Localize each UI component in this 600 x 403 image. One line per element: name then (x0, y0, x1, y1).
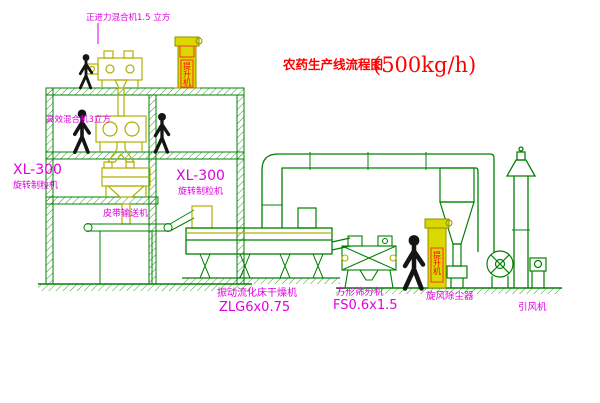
top-mixer (85, 50, 143, 117)
top-mixer-label: 正进力混合机1.5 立方 (86, 12, 170, 23)
granulator (101, 161, 151, 225)
belt-conveyor (83, 209, 195, 284)
cyclone-dust-collector (439, 167, 475, 288)
granulator-left-name: 旋转制粒机 (13, 179, 58, 191)
dryer-model-label: ZLG6x0.75 (219, 300, 290, 315)
granulator-left-model: XL-300 (13, 162, 62, 178)
second-mixer-label: 高效混合机3立方 (46, 114, 111, 125)
worker-top-floor (78, 52, 94, 90)
fan-label: 引风机 (518, 301, 547, 313)
sifter-model-label: FS0.6x1.5 (333, 298, 398, 313)
granulator-mid-name: 旋转制粒机 (178, 185, 223, 197)
cyclone-label: 旋风除尘器 (426, 290, 474, 302)
elevator-right-label: 提升机 (433, 250, 442, 276)
induced-draft-fan (486, 250, 547, 288)
fluid-bed-dryer (185, 205, 351, 279)
page-title: 农药生产线流程图 (282, 57, 383, 72)
second-floor-mixer (95, 115, 147, 163)
belt-conveyor-label: 皮带输送机 (103, 207, 148, 219)
worker-ground (405, 235, 423, 288)
page-title-capacity: (500kg/h) (373, 53, 476, 77)
labels: 正进力混合机1.5 立方 高效混合机3立方 XL-300 旋转制粒机 XL-30… (13, 12, 547, 315)
bucket-elevator-top: 提升机 (174, 36, 203, 89)
sifter-name-label: 方形筛分机 (336, 286, 384, 298)
elevator-top-label: 提升机 (183, 61, 192, 87)
bucket-elevator-right: 提升机 (424, 218, 453, 289)
granulator-mid-model: XL-300 (176, 168, 225, 184)
exhaust-duct (261, 152, 495, 252)
building-structure (38, 87, 562, 294)
dryer-name-label: 振动流化床干燥机 (217, 286, 297, 299)
worker-second-floor-right (153, 111, 171, 154)
exhaust-stack (505, 146, 537, 288)
square-sifter (341, 235, 397, 289)
